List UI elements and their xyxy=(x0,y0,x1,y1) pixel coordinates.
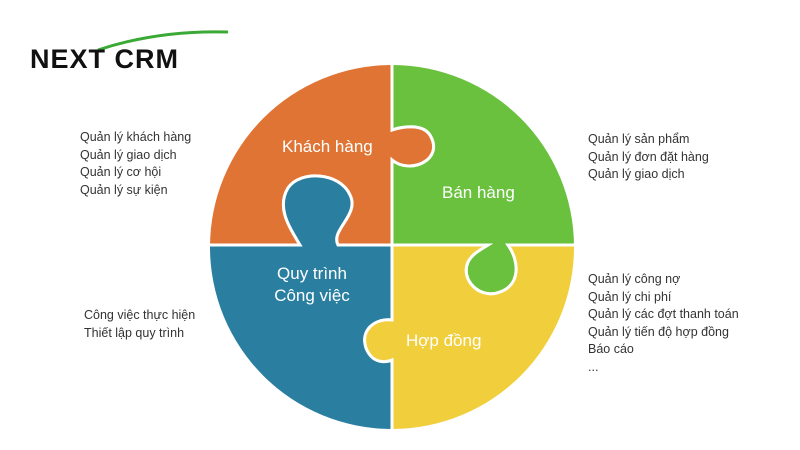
logo-text: NEXT CRM xyxy=(30,44,179,74)
list-quy-trinh: Công việc thực hiện Thiết lập quy trình xyxy=(84,307,195,342)
list-item: Quản lý chi phí xyxy=(588,289,672,304)
list-item: Quản lý các đợt thanh toán xyxy=(588,307,739,321)
list-item: Thiết lập quy trình xyxy=(84,325,185,340)
list-khach-hang: Quản lý khách hàng Quản lý giao dịch Quả… xyxy=(80,129,191,199)
list-item: Quản lý giao dịch xyxy=(588,167,685,181)
list-item: Quản lý giao dịch xyxy=(80,147,177,162)
list-item: Quản lý sản phẩm xyxy=(588,132,690,146)
list-item: Quản lý công nợ xyxy=(588,272,681,286)
list-item: Công việc thực hiện xyxy=(84,308,196,322)
label-khach-hang: Khách hàng xyxy=(282,137,373,156)
list-hop-dong: Quản lý công nợ Quản lý chi phí Quản lý … xyxy=(588,271,739,376)
label-hop-dong: Hợp đồng xyxy=(406,331,482,350)
nextcrm-logo: NEXT CRM xyxy=(28,28,258,76)
list-item: Quản lý sự kiện xyxy=(80,182,168,197)
label-quy-trinh: Quy trình Công việc xyxy=(262,263,362,307)
list-item: Quản lý tiến độ hợp đồng xyxy=(588,324,729,339)
list-item: Quản lý cơ hội xyxy=(80,165,162,179)
list-item: ... xyxy=(588,359,599,374)
label-quy-trinh-line1: Quy trình xyxy=(277,264,347,283)
list-item: Quản lý đơn đặt hàng xyxy=(588,149,709,164)
label-ban-hang: Bán hàng xyxy=(442,183,515,202)
list-item: Báo cáo xyxy=(588,342,634,356)
list-item: Quản lý khách hàng xyxy=(80,130,192,144)
logo-swoosh-icon xyxy=(97,30,229,52)
label-quy-trinh-line2: Công việc xyxy=(274,286,350,305)
list-ban-hang: Quản lý sản phẩm Quản lý đơn đặt hàng Qu… xyxy=(588,131,709,184)
